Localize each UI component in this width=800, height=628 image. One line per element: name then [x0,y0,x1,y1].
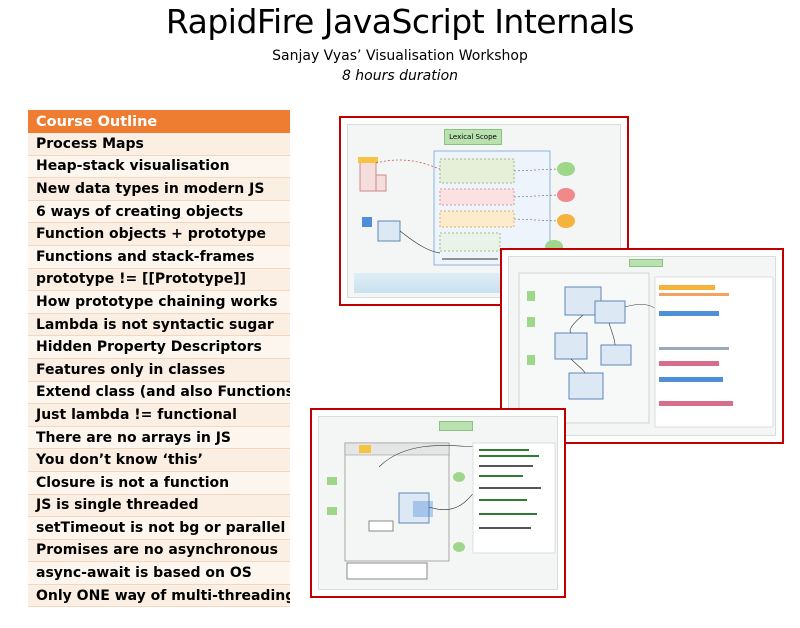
diagram-canvas [318,416,558,590]
outline-item: Process Maps [28,133,290,156]
closure-diagram [327,442,556,580]
outline-item: There are no arrays in JS [28,426,290,450]
outline-item: JS is single threaded [28,494,290,518]
outline-item: Promises are no asynchronous [28,539,290,563]
outline-item: Extend class (and also Functions) [28,381,290,405]
duration-text: 8 hours duration [341,68,459,84]
closure-screenshot [310,408,566,598]
diagram-canvas [508,256,776,436]
outline-item: Only ONE way of multi-threading [28,584,290,608]
lexical-scope-banner: Lexical Scope [444,129,502,145]
outline-item: Hidden Property Descriptors [28,336,290,359]
outline-item: New data types in modern JS [28,178,290,201]
outline-item: async-await is based on OS [28,562,290,585]
page-title: RapidFire JavaScript Internals [165,2,635,41]
prototype-chain-diagram [518,272,774,428]
outline-item: Just lambda != functional [28,404,290,427]
outline-item: prototype != [[Prototype]] [28,268,290,292]
lexical-scope-diagram [358,150,575,266]
outline-item: Features only in classes [28,358,290,382]
outline-item: You don’t know ‘this’ [28,449,290,472]
course-outline-heading: Course Outline [28,110,290,133]
outline-item: Lambda is not syntactic sugar [28,313,290,337]
lexical-scope-screenshot: Lexical Scope [339,116,629,306]
outline-item: Function objects + prototype [28,223,290,246]
diagram-canvas: Lexical Scope [347,124,621,298]
outline-item: Closure is not a function [28,471,290,495]
outline-item: How prototype chaining works [28,291,290,314]
outline-item: setTimeout is not bg or parallel [28,517,290,540]
outline-item: Heap-stack visualisation [28,155,290,179]
closure-banner [439,421,473,431]
outline-item: 6 ways of creating objects [28,200,290,224]
diagram-banner [629,259,663,267]
outline-item: Functions and stack-frames [28,245,290,269]
page-subtitle: Sanjay Vyas’ Visualisation Workshop [272,48,528,64]
